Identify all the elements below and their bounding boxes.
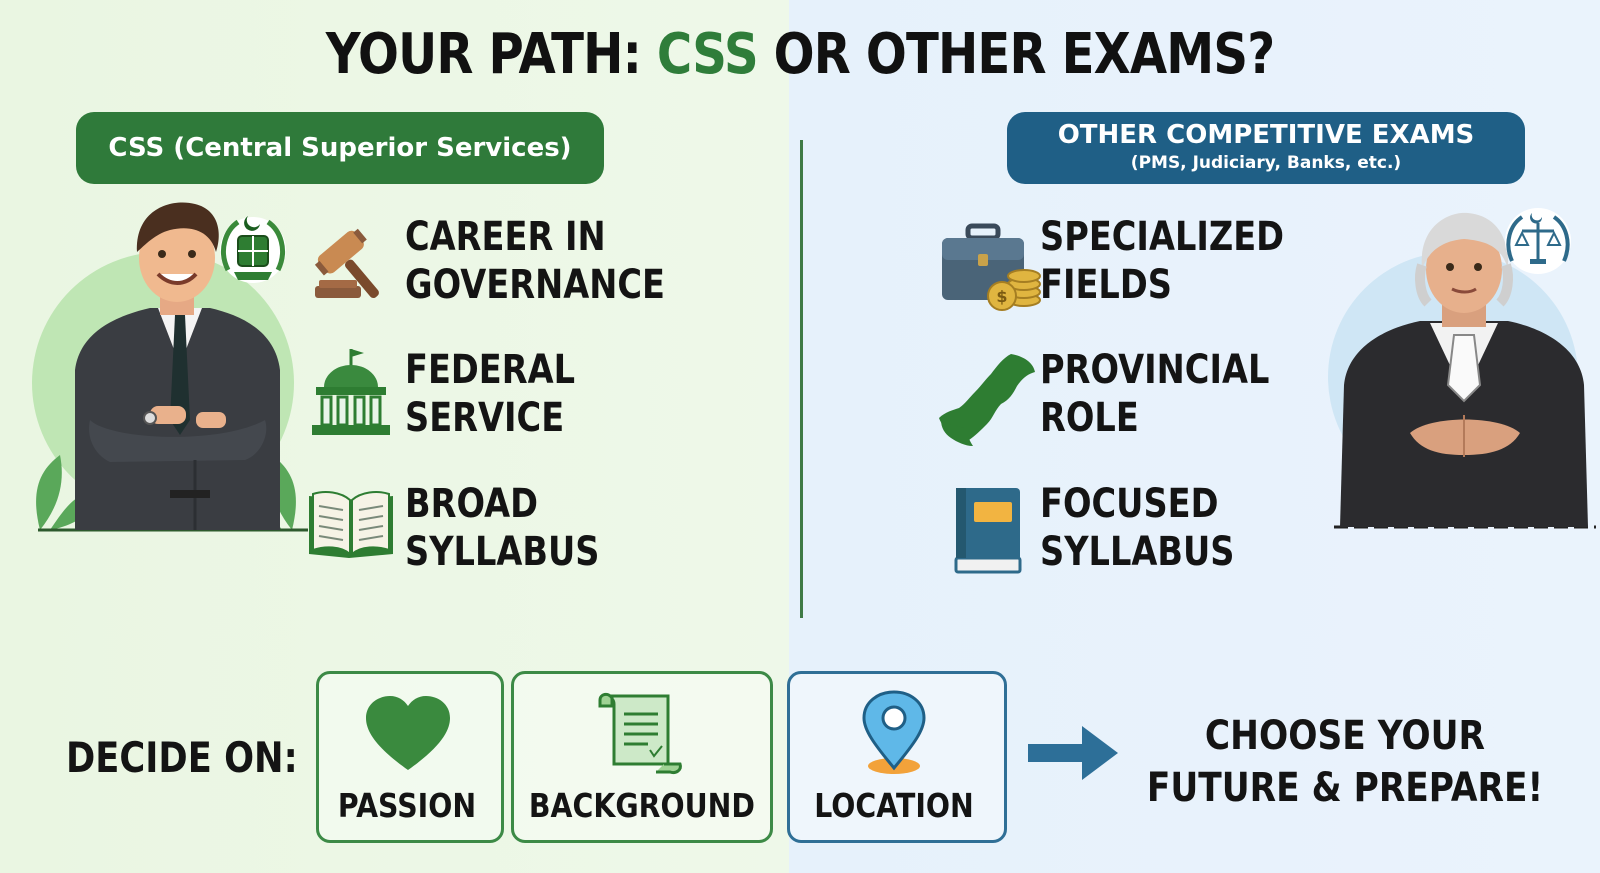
feature-specialized-fields: SPECIALIZED FIELDS: [1040, 214, 1285, 308]
judge-illustration-icon: [1334, 212, 1596, 529]
other-exams-subtitle: (PMS, Judiciary, Banks, etc.): [1130, 153, 1402, 173]
government-building-icon: [312, 349, 390, 435]
title-suffix: OR OTHER EXAMS?: [757, 22, 1275, 87]
state-emblem-icon: [220, 216, 286, 283]
officer-illustration-icon: [36, 202, 308, 532]
feature-career-in-governance: CAREER IN GOVERNANCE: [405, 214, 665, 308]
feature-focused-syllabus: FOCUSED SYLLABUS: [1040, 481, 1235, 575]
pakistan-map-icon: [939, 354, 1035, 446]
certificate-scroll-icon: [598, 692, 682, 774]
location-pin-icon: [862, 690, 926, 774]
option-background-label: BACKGROUND: [528, 786, 755, 825]
other-exams-header-pill: OTHER COMPETITIVE EXAMS (PMS, Judiciary,…: [1007, 112, 1525, 184]
feature-broad-syllabus: BROAD SYLLABUS: [405, 481, 600, 575]
arrow-right-icon: [1028, 726, 1118, 780]
closed-book-icon: [954, 488, 1022, 574]
heart-icon: [366, 696, 450, 770]
call-to-action: CHOOSE YOUR FUTURE & PREPARE!: [1146, 713, 1544, 811]
open-book-icon: [309, 491, 393, 558]
title-accent: CSS: [656, 22, 759, 87]
briefcase-coins-icon: $: [942, 223, 1041, 311]
other-exams-title: OTHER COMPETITIVE EXAMS: [1057, 120, 1475, 150]
scales-of-justice-icon: [1505, 208, 1571, 274]
css-header-pill: CSS (Central Superior Services): [76, 112, 604, 184]
title-prefix: YOUR PATH:: [325, 22, 657, 87]
center-divider: [800, 140, 803, 618]
option-passion-label: PASSION: [337, 786, 477, 825]
page-title: YOUR PATH: CSS OR OTHER EXAMS?: [112, 22, 1488, 87]
gavel-icon: [314, 228, 379, 299]
option-location-label: LOCATION: [814, 786, 974, 825]
feature-federal-service: FEDERAL SERVICE: [405, 347, 576, 441]
svg-text:$: $: [996, 287, 1007, 306]
decide-on-label: DECIDE ON:: [66, 733, 298, 782]
feature-provincial-role: PROVINCIAL ROLE: [1040, 347, 1270, 441]
